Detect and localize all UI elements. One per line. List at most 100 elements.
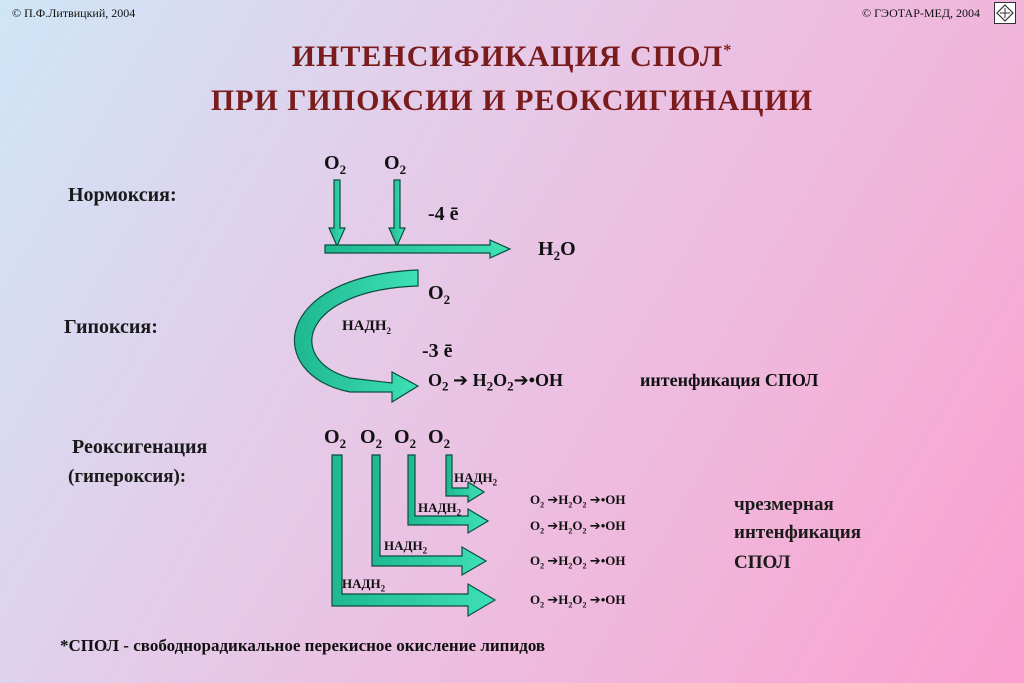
o2-text: O bbox=[428, 426, 444, 448]
reox-chain-1: O2 ➔H2O2 ➔•OH bbox=[530, 492, 625, 510]
chain-o2: O bbox=[530, 492, 541, 507]
chain-o: O bbox=[572, 518, 583, 533]
nadh-sub: 2 bbox=[456, 507, 462, 518]
copyright-right: © ГЭОТАР-МЕД, 2004 bbox=[862, 6, 981, 20]
nadh-text: НАДН bbox=[454, 470, 493, 485]
chain-h: H bbox=[558, 518, 569, 533]
chain-arrow-icon: ➔ bbox=[547, 519, 559, 534]
reox-chain-4: O2 ➔H2O2 ➔•OH bbox=[530, 592, 625, 610]
diamond-icon bbox=[996, 4, 1014, 22]
normoxia-label: Нормоксия: bbox=[68, 184, 177, 206]
reox-nadh-4: НАДН2 bbox=[342, 576, 385, 594]
hypoxia-chain: O2 ➔ H2O2➔•OH bbox=[428, 370, 563, 395]
chain-arrow-icon: ➔ bbox=[547, 593, 559, 608]
copyright-left: © П.Ф.Литвицкий, 2004 bbox=[12, 6, 136, 20]
h-sub: 2 bbox=[553, 248, 561, 263]
reox-chain-3: O2 ➔H2O2 ➔•OH bbox=[530, 553, 625, 571]
o-text: O bbox=[560, 238, 576, 260]
normoxia-product: H2O bbox=[538, 238, 576, 264]
nadh-sub: 2 bbox=[386, 326, 392, 336]
chain-arrow2-icon: ➔ bbox=[589, 554, 601, 569]
reox-nadh-2: НАДН2 bbox=[418, 500, 461, 518]
normoxia-down-arrow-2 bbox=[388, 179, 406, 248]
chain-o-sub: 2 bbox=[507, 378, 514, 394]
chain-arrow2-icon: ➔ bbox=[513, 370, 529, 391]
reox-chain-2: O2 ➔H2O2 ➔•OH bbox=[530, 518, 625, 536]
chain-oh: •OH bbox=[600, 518, 626, 533]
chain-o-sub: 2 bbox=[582, 526, 587, 536]
chain-h-sub: 2 bbox=[568, 526, 573, 536]
chain-arrow-icon: ➔ bbox=[547, 493, 559, 508]
chain-arrow2-icon: ➔ bbox=[589, 519, 601, 534]
nadh-text: НАДН bbox=[384, 538, 423, 553]
nadh-sub: 2 bbox=[422, 545, 428, 556]
reox-o2-2: O2 bbox=[360, 426, 382, 452]
chain-o2-sub: 2 bbox=[540, 526, 545, 536]
o2-text: O bbox=[324, 152, 340, 174]
o2-sub: 2 bbox=[443, 436, 451, 451]
o2-sub: 2 bbox=[375, 436, 383, 451]
reox-result-line1: чрезмерная bbox=[734, 494, 834, 515]
chain-h: H bbox=[558, 553, 569, 568]
h-text: H bbox=[538, 238, 554, 260]
chain-o2-sub: 2 bbox=[540, 561, 545, 571]
nadh-text: НАДН bbox=[342, 576, 381, 591]
reox-result-line2: интенфикация bbox=[734, 522, 862, 543]
reox-nadh-1: НАДН2 bbox=[454, 470, 497, 488]
o2-text: O bbox=[384, 152, 400, 174]
o2-sub: 2 bbox=[339, 436, 347, 451]
chain-o: O bbox=[493, 370, 508, 390]
o2-sub: 2 bbox=[339, 162, 347, 177]
reoxygenation-arrow-3 bbox=[407, 454, 490, 535]
hypoxia-curved-arrow bbox=[293, 269, 420, 404]
o2-sub: 2 bbox=[443, 292, 451, 307]
chain-h: H bbox=[558, 492, 569, 507]
chain-oh: •OH bbox=[600, 592, 626, 607]
chain-oh: •OH bbox=[528, 370, 564, 390]
nadh-text: НАДН bbox=[342, 318, 387, 334]
footnote: *СПОЛ - свободнорадикальное перекисное о… bbox=[60, 636, 546, 655]
normoxia-down-arrow-1 bbox=[328, 179, 346, 248]
nadh-sub: 2 bbox=[492, 477, 498, 488]
page-title-line1: ИНТЕНСИФИКАЦИЯ СПОЛ* bbox=[0, 40, 1024, 74]
reox-o2-4: O2 bbox=[428, 426, 450, 452]
chain-arrow-icon: ➔ bbox=[547, 554, 559, 569]
o2-text: O bbox=[324, 426, 340, 448]
o2-text: O bbox=[428, 282, 444, 304]
chain-arrow2-icon: ➔ bbox=[589, 593, 601, 608]
normoxia-main-arrow bbox=[324, 239, 512, 259]
title-text-1: ИНТЕНСИФИКАЦИЯ СПОЛ bbox=[291, 40, 724, 73]
chain-h-sub: 2 bbox=[568, 600, 573, 610]
page-title-line2: ПРИ ГИПОКСИИ И РЕОКСИГИНАЦИИ bbox=[210, 84, 814, 117]
chain-o2-sub: 2 bbox=[540, 600, 545, 610]
reox-o2-3: O2 bbox=[394, 426, 416, 452]
nadh-sub: 2 bbox=[380, 583, 386, 594]
normoxia-o2-a: O2 bbox=[324, 152, 346, 178]
chain-arrow2-icon: ➔ bbox=[589, 493, 601, 508]
reoxygenation-label-1: Реоксигенация bbox=[72, 436, 208, 458]
chain-o-sub: 2 bbox=[582, 561, 587, 571]
hypoxia-nadh: НАДН2 bbox=[342, 318, 391, 336]
reox-o2-1: O2 bbox=[324, 426, 346, 452]
chain-h: H bbox=[472, 370, 487, 390]
title-star: * bbox=[723, 42, 733, 59]
chain-o2-sub: 2 bbox=[540, 500, 545, 510]
chain-o2: O bbox=[530, 592, 541, 607]
normoxia-electrons: -4 ē bbox=[428, 203, 459, 225]
hypoxia-electrons: -3 ē bbox=[422, 340, 453, 362]
normoxia-o2-b: O2 bbox=[384, 152, 406, 178]
chain-o2: O bbox=[428, 370, 443, 390]
chain-o-sub: 2 bbox=[582, 500, 587, 510]
nadh-text: НАДН bbox=[418, 500, 457, 515]
chain-o: O bbox=[572, 553, 583, 568]
chain-o2-sub: 2 bbox=[442, 378, 449, 394]
chain-h-sub: 2 bbox=[568, 500, 573, 510]
publisher-logo bbox=[994, 2, 1016, 24]
chain-o-sub: 2 bbox=[582, 600, 587, 610]
reox-result-line3: СПОЛ bbox=[734, 552, 791, 573]
chain-oh: •OH bbox=[600, 553, 626, 568]
o2-text: O bbox=[360, 426, 376, 448]
o2-sub: 2 bbox=[409, 436, 417, 451]
chain-h-sub: 2 bbox=[486, 378, 494, 394]
chain-o: O bbox=[572, 492, 583, 507]
